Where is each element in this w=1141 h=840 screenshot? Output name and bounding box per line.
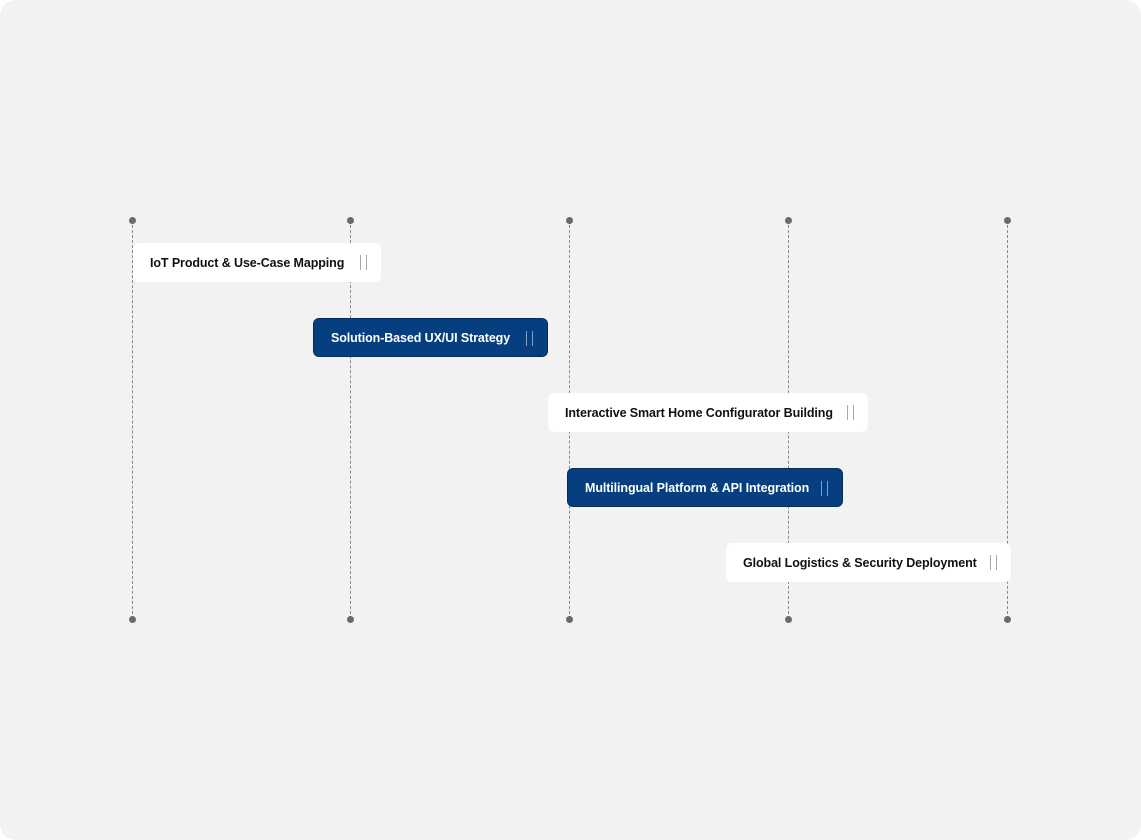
timeline-top-dot-3: [566, 217, 573, 224]
timeline-top-dot-4: [785, 217, 792, 224]
drag-handle-icon[interactable]: [847, 405, 854, 420]
timeline-bottom-dot-3: [566, 616, 573, 623]
task-label: Interactive Smart Home Configurator Buil…: [565, 405, 833, 420]
timeline-bottom-dot-1: [129, 616, 136, 623]
drag-handle-icon[interactable]: [821, 481, 828, 496]
task-bar-logistics-deployment[interactable]: Global Logistics & Security Deployment: [726, 543, 1011, 582]
task-label: Global Logistics & Security Deployment: [743, 555, 977, 570]
timeline-top-dot-2: [347, 217, 354, 224]
task-label: Multilingual Platform & API Integration: [585, 480, 810, 495]
task-bar-api-integration[interactable]: Multilingual Platform & API Integration: [567, 468, 843, 507]
drag-handle-icon[interactable]: [360, 255, 367, 270]
timeline-top-dot-1: [129, 217, 136, 224]
timeline-guide-2: [350, 220, 351, 619]
task-label: IoT Product & Use-Case Mapping: [150, 255, 345, 270]
timeline-guide-5: [1007, 220, 1008, 619]
task-label: Solution-Based UX/UI Strategy: [331, 330, 511, 345]
timeline-guide-1: [132, 220, 133, 619]
drag-handle-icon[interactable]: [526, 331, 533, 346]
task-bar-configurator-building[interactable]: Interactive Smart Home Configurator Buil…: [548, 393, 868, 432]
task-bar-ux-ui-strategy[interactable]: Solution-Based UX/UI Strategy: [313, 318, 548, 357]
drag-handle-icon[interactable]: [990, 555, 997, 570]
timeline-bottom-dot-4: [785, 616, 792, 623]
task-bar-iot-mapping[interactable]: IoT Product & Use-Case Mapping: [133, 243, 381, 282]
timeline-bottom-dot-2: [347, 616, 354, 623]
timeline-bottom-dot-5: [1004, 616, 1011, 623]
timeline-top-dot-5: [1004, 217, 1011, 224]
